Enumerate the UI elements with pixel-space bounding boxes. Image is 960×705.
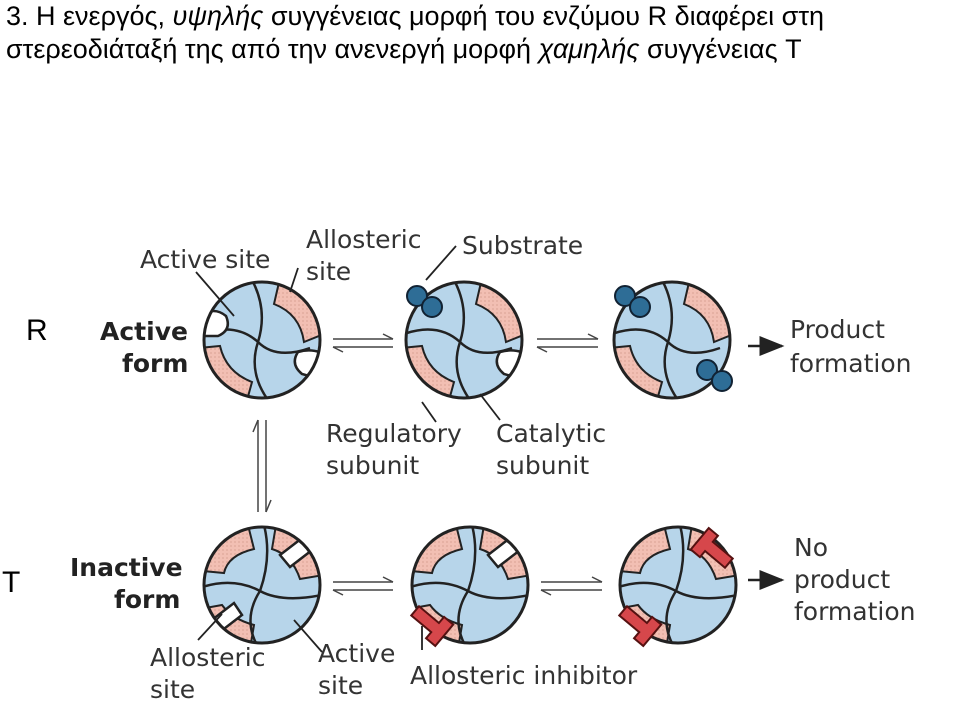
heading-line-1: 3. Η ενεργός, υψηλής συγγένειας μορφή το… [6, 0, 956, 33]
slide-heading: 3. Η ενεργός, υψηλής συγγένειας μορφή το… [6, 0, 956, 66]
allosteric-inhibitor-molecule [409, 604, 455, 648]
label-allosteric-site-bottom: site [150, 675, 195, 704]
leader-allosteric-top [289, 267, 299, 293]
equilibrium-arrow-rt [252, 419, 272, 513]
state-r-label: R [26, 314, 48, 347]
label-inactive-form: form [114, 585, 180, 614]
leader-catalytic [479, 393, 501, 421]
label-allosteric-site-bottom: Allosteric [150, 643, 265, 672]
allosteric-inhibitor-molecule [689, 526, 735, 570]
label-no-product-formation: product [794, 565, 890, 594]
equilibrium-arrow-r2 [536, 333, 599, 353]
label-active-site-bottom: Active [318, 639, 395, 668]
leader-allosteric-bottom [197, 613, 223, 641]
allosteric-inhibitor-molecule [617, 604, 663, 648]
label-active-form: Active [100, 317, 188, 346]
equilibrium-arrow-t2 [540, 576, 603, 596]
label-product-formation: Product [790, 315, 885, 344]
label-allosteric-site: Allosteric [306, 225, 421, 254]
equilibrium-arrow-r1 [332, 333, 394, 353]
label-catalytic-subunit: subunit [496, 451, 589, 480]
heading-text: 3. Η ενεργός, [6, 1, 173, 31]
label-inactive-form: Inactive [70, 553, 183, 582]
substrate-molecule [614, 285, 651, 318]
label-no-product-formation: formation [794, 597, 916, 626]
label-active-form: form [122, 349, 188, 378]
heading-text: στερεοδιάταξή της από την ανενεργή μορφή [6, 34, 539, 64]
heading-emphasis: υψηλής [172, 1, 264, 31]
label-catalytic-subunit: Catalytic [496, 419, 606, 448]
label-allosteric-site: site [306, 257, 351, 286]
leader-active-site-top [195, 271, 235, 317]
heading-text: συγγένειας T [639, 34, 802, 64]
label-allosteric-inhibitor: Allosteric inhibitor [410, 661, 638, 690]
enzyme-active-bound [612, 280, 733, 400]
enzyme-inactive-bound [617, 525, 738, 648]
enzyme-active-binding [404, 280, 524, 400]
label-regulatory-subunit: Regulatory [326, 419, 462, 448]
heading-line-2: στερεοδιάταξή της από την ανενεργή μορφή… [6, 33, 956, 66]
label-substrate: Substrate [462, 231, 583, 260]
label-active-site-bottom: site [318, 671, 363, 700]
state-t-label: T [2, 566, 21, 599]
leader-regulatory [421, 401, 437, 423]
label-product-formation: formation [790, 349, 912, 378]
enzyme-inactive-binding [409, 525, 530, 648]
enzyme-inactive-free [202, 525, 322, 645]
equilibrium-arrow-t1 [332, 576, 394, 596]
substrate-molecule [696, 359, 733, 392]
substrate-molecule [406, 285, 443, 318]
label-active-site: Active site [140, 245, 270, 274]
label-no-product-formation: No [794, 533, 828, 562]
heading-emphasis: χαμηλής [538, 34, 640, 64]
label-regulatory-subunit: subunit [326, 451, 419, 480]
leader-substrate [425, 245, 457, 281]
leader-active-site-bottom [293, 619, 323, 653]
heading-text: συγγένειας μορφή του ενζύμου R διαφέρει … [263, 1, 824, 31]
